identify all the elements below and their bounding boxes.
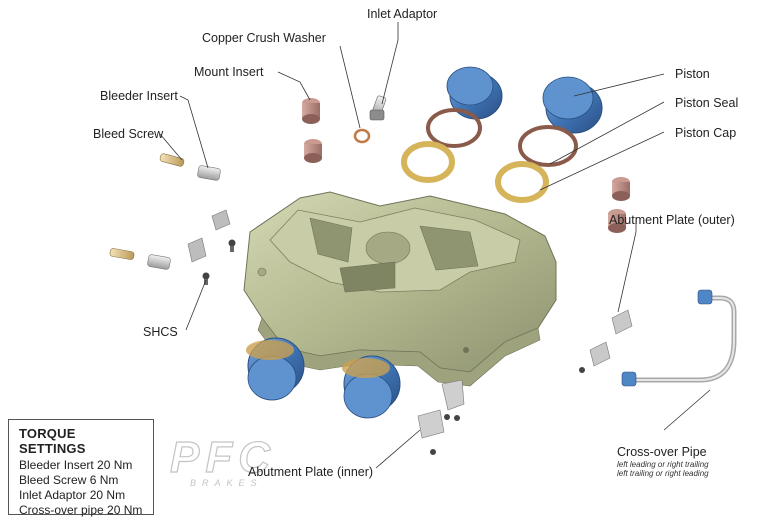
label-piston-seal: Piston Seal: [675, 96, 739, 110]
copper-crush-washer: [353, 128, 371, 144]
leader-inlet-adaptor: [381, 22, 399, 105]
leader-piston-cap: [539, 131, 665, 191]
label-shcs: SHCS: [143, 325, 178, 339]
piston-seal-left: [426, 108, 482, 148]
leader-abutment-plate-inner: [375, 429, 421, 469]
torque-row: Cross-over pipe 20 Nm: [19, 503, 143, 517]
leader-piston-seal: [549, 101, 665, 165]
piston-seal-right: [518, 125, 578, 167]
torque-settings-title: TORQUE SETTINGS: [19, 426, 86, 456]
piston-cap-right: [495, 161, 549, 203]
leader-abutment-plate-outer: [617, 222, 637, 313]
abutment-insert-upper: [612, 177, 630, 201]
bleeder-insert-lower: [147, 254, 171, 270]
leader-copper-crush-washer: [339, 45, 361, 129]
leader-lines: [159, 22, 711, 469]
bleed-screw-lower: [109, 248, 135, 260]
piston-top-right: [542, 76, 603, 134]
clip-lower-left: [187, 237, 207, 263]
label-inlet-adaptor: Inlet Adaptor: [367, 7, 438, 21]
label-mount-insert: Mount Insert: [194, 65, 264, 79]
abutment-insert-lower: [608, 209, 626, 233]
torque-row: Inlet Adaptor 20 Nm: [19, 488, 126, 502]
piston-top-left: [446, 66, 503, 120]
shcs-screw-upper: [228, 239, 236, 252]
leader-mount-insert: [277, 71, 311, 101]
torque-settings-box: TORQUE SETTINGS Bleeder Insert 20 Nm Ble…: [8, 419, 154, 517]
note-crossover-1: left leading or right trailing: [617, 460, 709, 469]
piston-bottom-left: [246, 337, 305, 401]
leader-bleeder-insert: [179, 95, 209, 169]
crossover-pipe: [621, 289, 737, 387]
leader-piston: [573, 73, 665, 97]
leader-crossover-pipe: [663, 389, 711, 431]
label-abutment-plate-outer: Abutment Plate (outer): [609, 213, 735, 227]
clip-upper-left: [211, 209, 231, 231]
abutment-plate-outer-2: [579, 341, 611, 373]
label-piston: Piston: [675, 67, 710, 81]
bleed-screw-top: [159, 153, 185, 167]
abutment-plate-inner-part: [417, 379, 465, 455]
leader-bleed-screw: [159, 133, 183, 161]
piston-bottom-right: [342, 355, 401, 419]
label-bleeder-insert: Bleeder Insert: [100, 89, 178, 103]
shcs-screw-lower: [202, 272, 210, 285]
watermark-logo-text: PFC: [170, 433, 276, 482]
inlet-adaptor: [369, 95, 387, 121]
pfc-brakes-watermark-logo: PFC BRAKES: [169, 432, 276, 488]
torque-row: Bleeder Insert 20 Nm: [19, 458, 133, 472]
bleeder-insert-top: [197, 165, 221, 181]
piston-cap-left: [401, 141, 455, 183]
leader-shcs: [185, 279, 207, 331]
watermark-sub-text: BRAKES: [190, 478, 263, 488]
caliper-body: [243, 191, 557, 387]
label-piston-cap: Piston Cap: [675, 126, 737, 140]
label-copper-crush-washer: Copper Crush Washer: [202, 31, 326, 45]
torque-row: Bleed Screw 6 Nm: [19, 473, 119, 487]
abutment-plate-outer-1: [611, 309, 633, 335]
mount-insert-lower: [304, 139, 322, 163]
label-crossover-pipe: Cross-over Pipe: [617, 445, 707, 459]
label-abutment-plate-inner: Abutment Plate (inner): [248, 465, 374, 479]
note-crossover-2: left trailing or right leading: [617, 469, 709, 478]
label-bleed-screw: Bleed Screw: [93, 127, 164, 141]
mount-insert-top: [302, 98, 320, 124]
